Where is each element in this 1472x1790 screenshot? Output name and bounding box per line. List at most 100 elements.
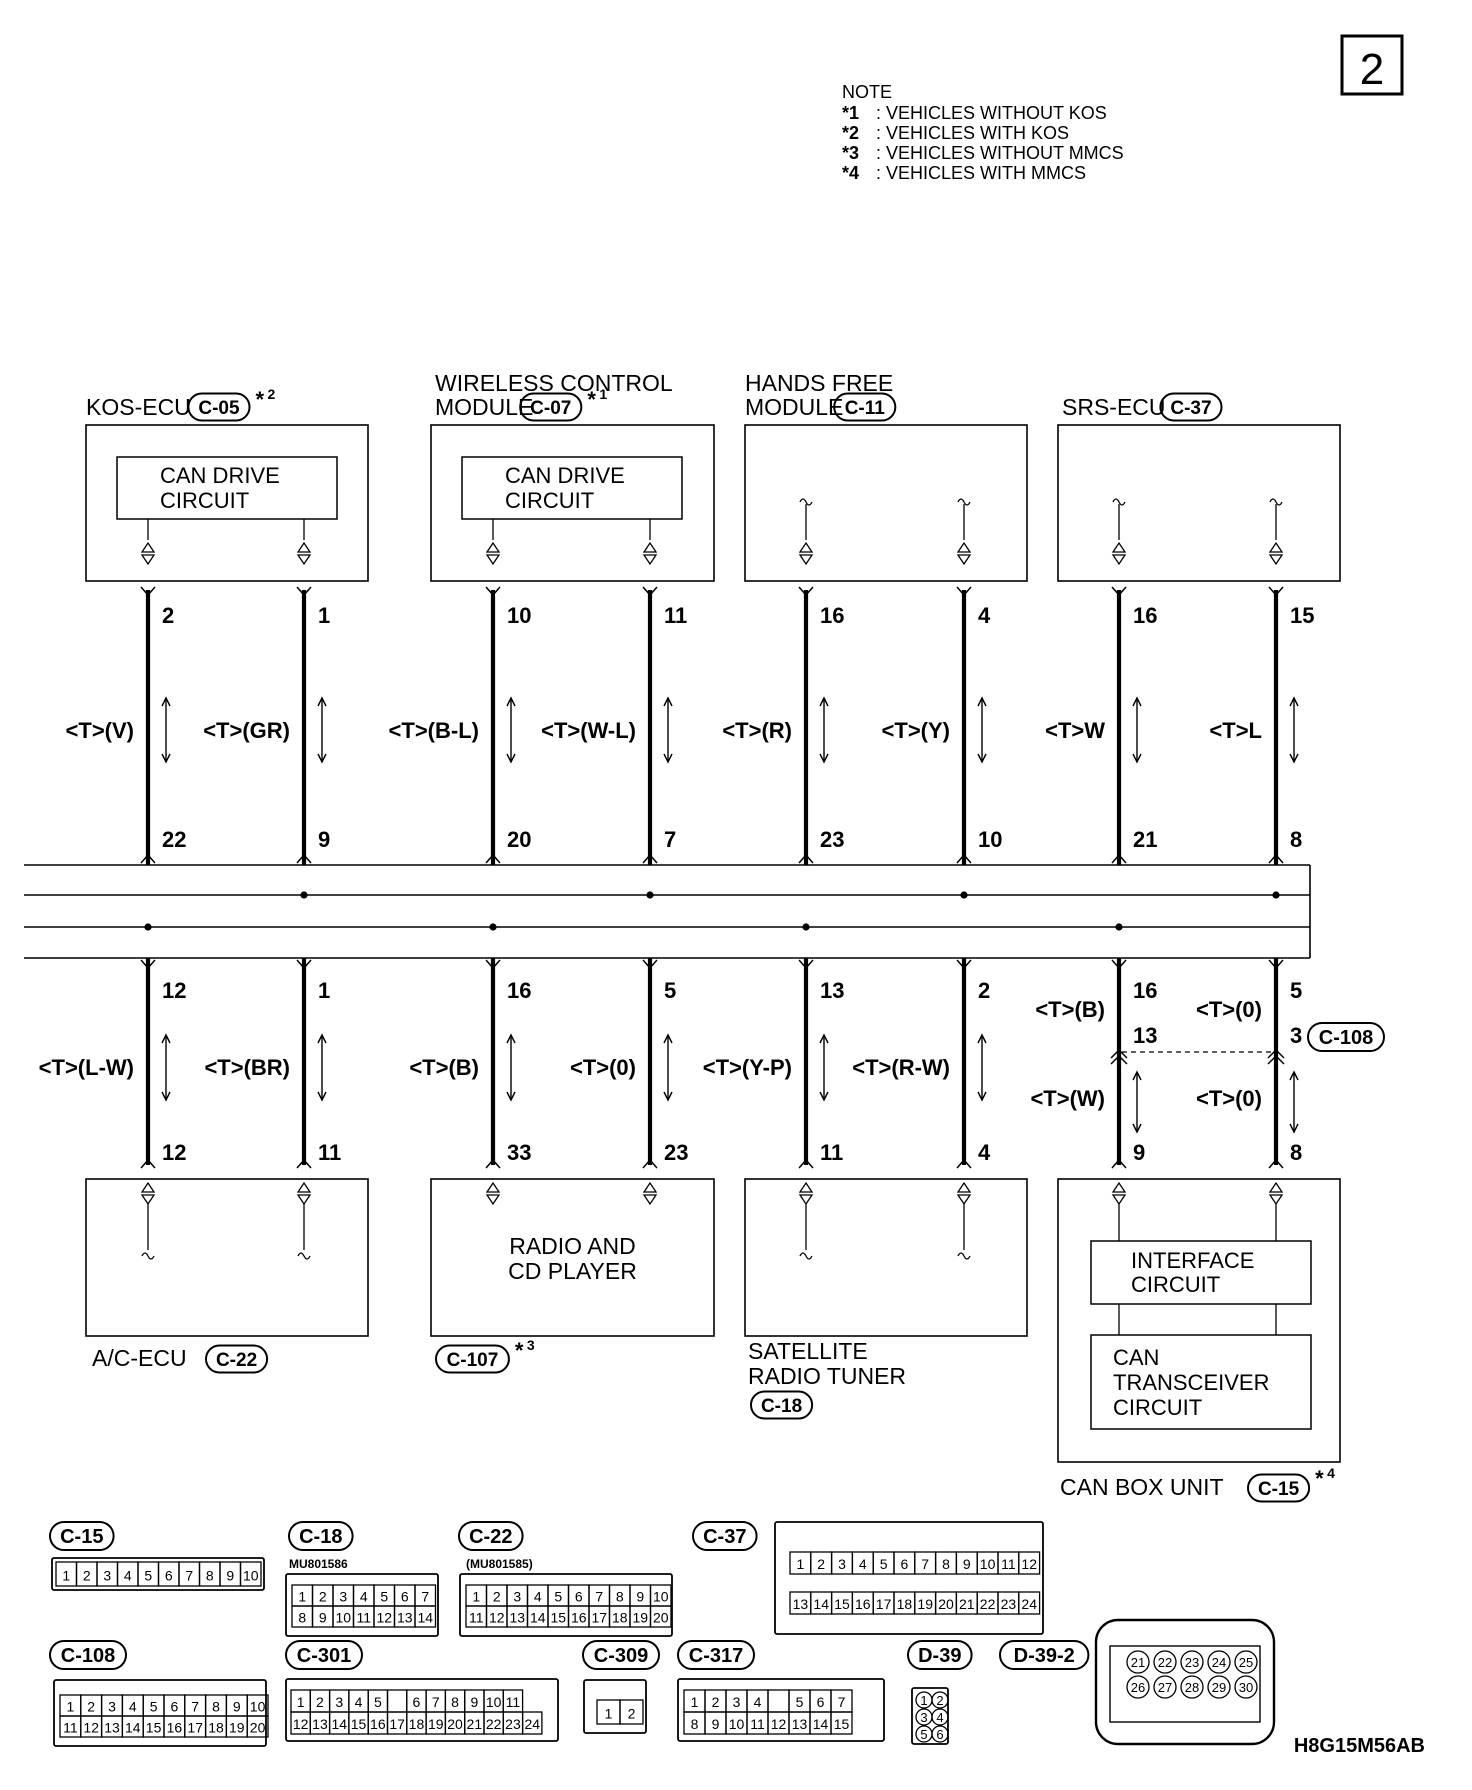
- connector-part-number: MU801586: [289, 1557, 348, 1571]
- module-mark-num: 4: [1327, 1465, 1335, 1481]
- pin-number: 11: [664, 603, 687, 628]
- connector-cell: [414, 1605, 437, 1628]
- connector-pin: 4: [129, 1698, 137, 1714]
- arrow-head-up: [663, 1033, 673, 1044]
- module-mark-star: *: [587, 387, 596, 412]
- pin-number: 12: [162, 1140, 186, 1165]
- arrow-head-down: [819, 1091, 829, 1102]
- connector-pin: 20: [250, 1719, 266, 1735]
- connector-pin: 5: [554, 1588, 562, 1604]
- wire-color: <T>W: [1045, 718, 1105, 743]
- connector-pin: 9: [233, 1698, 241, 1714]
- signal-arrow: [506, 1033, 516, 1102]
- connector-pin: 10: [729, 1716, 745, 1732]
- connector-pin: 16: [571, 1609, 587, 1625]
- arrow-head-down: [161, 753, 171, 764]
- module-box: [1057, 1178, 1341, 1463]
- terminal-up: [296, 541, 312, 553]
- inner-circuit-label: CAN DRIVE: [160, 463, 280, 488]
- arrow-head-up: [1132, 696, 1142, 707]
- inline-connector-label-frame: [1307, 1022, 1385, 1052]
- connector-cell: [649, 1605, 672, 1628]
- arrow-head-down: [506, 1091, 516, 1102]
- connector-pin: 3: [838, 1556, 846, 1572]
- pin-number: 16: [820, 603, 844, 628]
- pin-number: 23: [664, 1140, 688, 1165]
- connector-pin: 3: [103, 1568, 111, 1584]
- note-title: NOTE: [842, 82, 892, 102]
- terminal: [798, 541, 814, 566]
- connector-pin: 11: [506, 1694, 521, 1710]
- connector-pin: 5: [796, 1694, 804, 1710]
- connector-pin: 6: [401, 1588, 409, 1604]
- pin-mark-bottom: [296, 853, 312, 864]
- wire-16: 169<T>(B)<T>(W)13: [1030, 958, 1157, 1335]
- pin-number: 4: [978, 603, 991, 628]
- connector-pin: 17: [591, 1609, 607, 1625]
- wire-11: 117<T>(W-L): [541, 519, 687, 865]
- connector-pin: 1: [297, 1694, 305, 1710]
- connector-view-label: C-301: [297, 1645, 351, 1667]
- pin-number: 9: [318, 827, 330, 852]
- wire-1: 111<T>(BR): [204, 958, 341, 1260]
- wire-color: <T>(L-W): [39, 1055, 134, 1080]
- connector-view-label-frame: [907, 1640, 973, 1670]
- signal-arrow: [663, 1033, 673, 1102]
- break-mark: [957, 1252, 971, 1260]
- inner-circuit-box: [116, 456, 338, 520]
- pin-number: 33: [507, 1140, 531, 1165]
- connector-pin: 24: [524, 1716, 540, 1732]
- terminal-down: [296, 1194, 312, 1206]
- connector-pin: 12: [771, 1716, 787, 1732]
- connector-pin: 14: [813, 1716, 829, 1732]
- connector-view-label: C-37: [703, 1526, 746, 1548]
- connector-pin: 11: [469, 1609, 484, 1625]
- pin-number: 7: [664, 827, 676, 852]
- transceiver-label: CAN: [1113, 1345, 1159, 1370]
- connector-pin: 1: [605, 1706, 613, 1722]
- module-name: KOS-ECU: [86, 394, 191, 420]
- terminal-up: [1268, 1181, 1284, 1193]
- interface-circuit-label: INTERFACE: [1131, 1248, 1254, 1273]
- connector-pin: 6: [901, 1556, 909, 1572]
- module-mark-num: 2: [268, 386, 276, 402]
- connector-pin: 18: [612, 1609, 628, 1625]
- arrow-head-down: [977, 753, 987, 764]
- connector-cell: [1018, 1591, 1041, 1615]
- bus-junction-dot: [300, 891, 308, 899]
- pin-number: 15: [1290, 603, 1314, 628]
- connector-pin: 2: [936, 1693, 943, 1708]
- terminal-down: [140, 554, 156, 566]
- wire-color: <T>(R): [722, 718, 792, 743]
- pin-number: 8: [1290, 827, 1302, 852]
- inline-connector-mark: [1267, 1048, 1285, 1065]
- pin-number: 2: [162, 603, 174, 628]
- connector-pin: 21: [467, 1716, 483, 1732]
- arrow-head-up: [161, 1033, 171, 1044]
- connector-pin: 10: [335, 1609, 351, 1625]
- connector-pin: 2: [316, 1694, 324, 1710]
- page-badge: 2: [1340, 34, 1404, 96]
- module-box: [430, 1178, 715, 1337]
- wire-color: <T>(0): [570, 1055, 636, 1080]
- connector-cell: [830, 1711, 853, 1735]
- pin-mark-top: [485, 959, 501, 970]
- connector-pin: 1: [472, 1588, 480, 1604]
- connector-view-label-frame: [999, 1640, 1090, 1670]
- terminal-up: [798, 1181, 814, 1193]
- arrow-head-down: [1132, 1123, 1142, 1134]
- connector-cell: [239, 1561, 262, 1587]
- wire-color: <T>(B-L): [389, 718, 479, 743]
- module-inner-label: RADIO AND: [509, 1233, 636, 1259]
- module-connector: C-107: [447, 1350, 499, 1371]
- connector-pin: 8: [942, 1556, 950, 1572]
- connector-pin-circle: [931, 1725, 949, 1743]
- note-mark-1: *1: [842, 103, 859, 123]
- terminal-up: [642, 1181, 658, 1193]
- arrow-head-down: [663, 1091, 673, 1102]
